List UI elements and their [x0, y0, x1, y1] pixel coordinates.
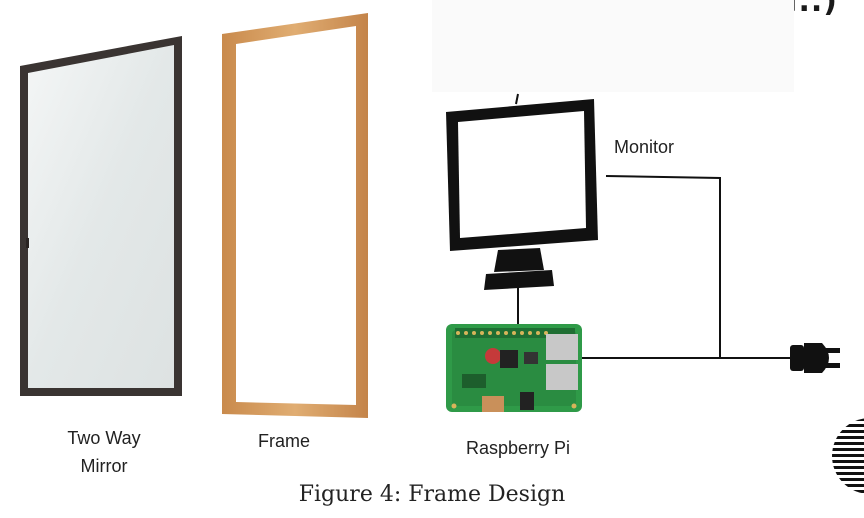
- power-plug-icon: [790, 343, 840, 373]
- two-way-mirror-label: Two Way Mirror: [40, 424, 168, 480]
- raspberry-pi-label: Raspberry Pi: [466, 438, 571, 458]
- frame-label: Frame: [258, 431, 311, 451]
- raspberry-pi-board-image: [446, 324, 582, 412]
- monitor-label: Monitor: [614, 137, 675, 157]
- two-way-mirror-label-line2: Mirror: [80, 456, 128, 476]
- two-way-mirror-image: [20, 36, 182, 396]
- figure-caption: Figure 4: Frame Design: [298, 482, 566, 507]
- wooden-frame-image: [222, 13, 368, 418]
- striped-circle-decoration: [832, 418, 864, 493]
- monitor-icon: [446, 93, 598, 290]
- power-wiring: [582, 175, 790, 359]
- background-panel: [432, 0, 794, 92]
- two-way-mirror-label-line1: Two Way: [67, 428, 141, 448]
